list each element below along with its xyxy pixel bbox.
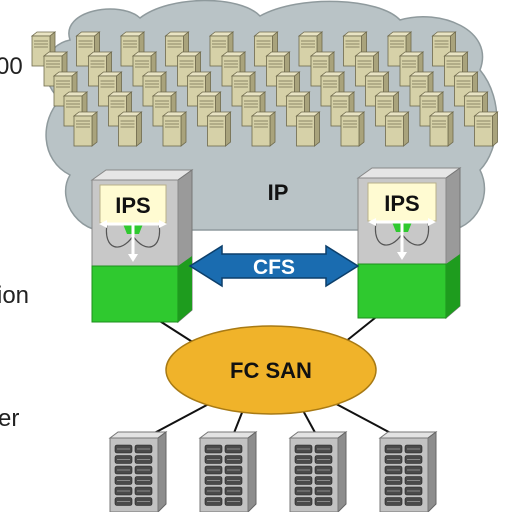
fc-san-label: FC SAN [230,358,312,383]
server-icon [161,111,188,147]
switch-right: IPS [356,167,462,320]
side-label-middle: ion [0,282,30,309]
switch-right-label: IPS [384,191,419,216]
server-icon [473,111,499,147]
fc-san-ellipse [165,325,377,415]
storage-array-icon [378,431,438,512]
server-icon [428,111,455,147]
switch-left: IPS [90,169,194,324]
storage-array-icon [198,431,258,512]
server-icon [206,111,232,147]
server-icon [339,111,366,147]
cloud-label: IP [268,180,289,205]
storage-array-icon [288,431,348,512]
switch-left-label: IPS [115,193,150,218]
fan-out-arrows-icon [99,220,167,262]
server-icon [295,111,321,147]
server-icon [220,51,247,87]
server-icon [72,111,99,147]
double-arrow-icon [188,244,360,288]
cfs-double-arrow: CFS [188,244,360,288]
fan-out-arrows-icon [368,218,436,260]
side-label-top: 00 [0,53,23,80]
server-icon [384,111,410,147]
cfs-label: CFS [253,256,295,279]
storage-arrays [108,431,438,512]
server-icon [117,111,143,147]
server-icon [250,111,277,147]
side-label-bottom: er [0,405,20,432]
server-grid [30,31,499,147]
storage-array-icon [108,431,168,512]
